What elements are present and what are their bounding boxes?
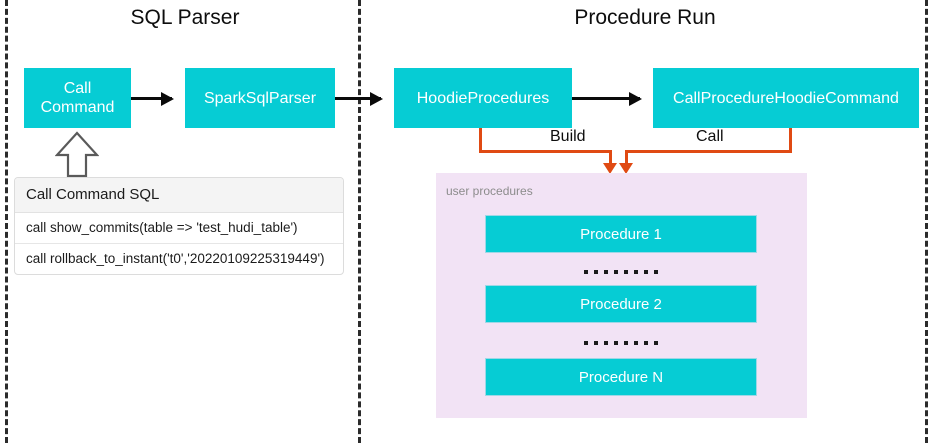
user-procedures-panel-label: user procedures xyxy=(446,184,533,198)
up-arrow-icon xyxy=(54,131,100,178)
sql-row: call rollback_to_instant('t0','202201092… xyxy=(26,251,325,266)
arrow-call-command-to-spark-sql-parser xyxy=(131,91,174,106)
divider-right xyxy=(925,0,928,443)
node-call-command[interactable]: Call Command xyxy=(24,68,131,128)
node-call-command-label-line2: Command xyxy=(40,99,115,116)
call-command-sql-card: Call Command SQL call show_commits(table… xyxy=(14,177,344,275)
connector-build-vertical-start xyxy=(479,128,482,153)
user-procedures-panel: user procedures Procedure 1 Procedure 2 … xyxy=(436,173,807,418)
ellipsis-dots xyxy=(485,267,757,277)
node-spark-sql-parser[interactable]: SparkSqlParser xyxy=(185,68,335,128)
divider-left xyxy=(5,0,8,443)
arrow-hoodie-procedures-to-call-procedure-hoodie-command xyxy=(572,91,642,106)
sql-row: call show_commits(table => 'test_hudi_ta… xyxy=(15,213,343,244)
procedure-item[interactable]: Procedure 2 xyxy=(485,285,757,323)
procedure-item[interactable]: Procedure N xyxy=(485,358,757,396)
connector-call-arrowhead-icon xyxy=(619,163,633,174)
connector-label-build: Build xyxy=(550,128,586,145)
connector-build-arrowhead-icon xyxy=(603,163,617,174)
section-title-sql-parser: SQL Parser xyxy=(130,6,240,29)
connector-call-vertical-start xyxy=(789,128,792,153)
connector-build-horizontal xyxy=(479,150,612,153)
node-call-command-label-line1: Call xyxy=(63,80,92,97)
section-title-procedure-run: Procedure Run xyxy=(574,6,716,29)
node-hoodie-procedures[interactable]: HoodieProcedures xyxy=(394,68,572,128)
node-call-procedure-hoodie-command[interactable]: CallProcedureHoodieCommand xyxy=(653,68,919,128)
connector-call-vertical-end xyxy=(625,150,628,164)
connector-label-call: Call xyxy=(696,128,724,145)
connector-build-vertical-end xyxy=(609,150,612,164)
divider-middle xyxy=(358,0,361,443)
connector-call-horizontal xyxy=(625,150,792,153)
procedure-item[interactable]: Procedure 1 xyxy=(485,215,757,253)
call-command-sql-card-header: Call Command SQL xyxy=(15,178,343,213)
ellipsis-dots xyxy=(485,338,757,348)
arrow-spark-sql-parser-to-hoodie-procedures xyxy=(335,91,383,106)
